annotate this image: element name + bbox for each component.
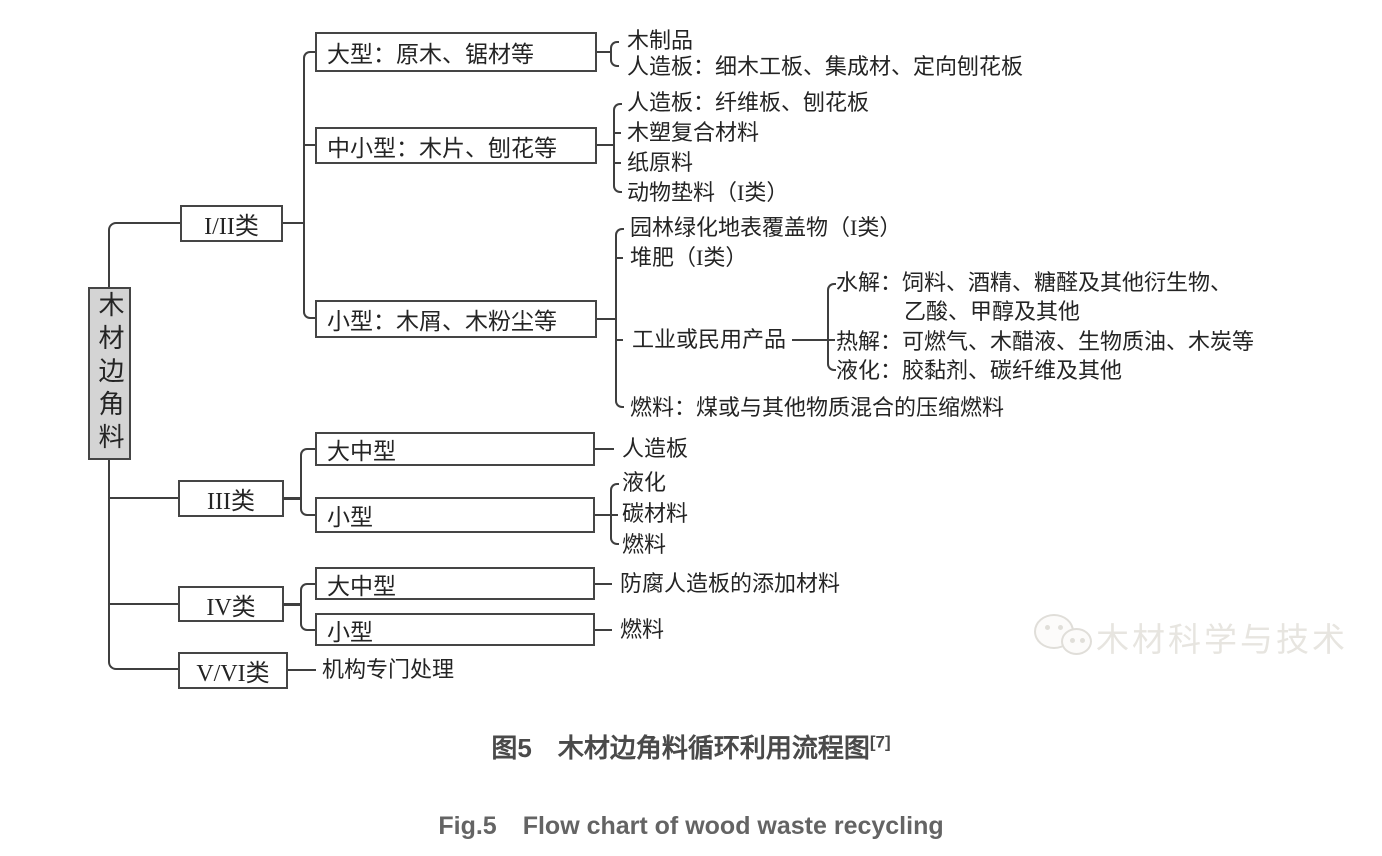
bracket-tick-industrial bbox=[615, 339, 623, 341]
node-large-logs-sawnwood: 大型：原木、锯材等 bbox=[315, 32, 597, 72]
connector-industrial-processes bbox=[792, 339, 835, 341]
caption-en-title: Flow chart of wood waste recycling bbox=[522, 812, 944, 840]
caption-zh-reference: [7] bbox=[869, 732, 891, 752]
watermark: 木材科学与技术 bbox=[1032, 606, 1362, 668]
leaf-class3-liquefaction: 液化 bbox=[622, 470, 667, 495]
leaf-class3-panels: 人造板 bbox=[622, 436, 689, 461]
connector-trunk-bottom bbox=[108, 460, 180, 670]
bracket-large-outputs bbox=[610, 41, 619, 67]
leaf-panels-fiberboard-particleboard: 人造板：纤维板、刨花板 bbox=[627, 90, 870, 115]
connector-class3-large-medium-output bbox=[595, 448, 614, 450]
leaf-class4-fuel: 燃料 bbox=[620, 617, 665, 642]
leaf-panels-blockboard-glulam-osb: 人造板：细木工板、集成材、定向刨花板 bbox=[627, 54, 1024, 79]
connector-class12 bbox=[283, 222, 303, 224]
connector-medium-small-outputs bbox=[597, 144, 613, 146]
leaf-paper-raw-material: 纸原料 bbox=[627, 150, 694, 175]
bracket-tick-wpc bbox=[613, 132, 621, 134]
node-class4-large-medium: 大中型 bbox=[315, 567, 595, 600]
bracket-tick-medium-small bbox=[303, 144, 315, 146]
connector-trunk-class4 bbox=[108, 603, 180, 605]
leaf-class3-carbon-materials: 碳材料 bbox=[622, 501, 689, 526]
bracket-tick-compost bbox=[615, 257, 623, 259]
node-class-4: IV类 bbox=[178, 586, 284, 622]
node-class-3: III类 bbox=[178, 480, 284, 517]
caption-zh: 图5 木材边角料循环利用流程图[7] bbox=[0, 728, 1382, 765]
watermark-text: 木材科学与技术 bbox=[1096, 621, 1348, 658]
connector-class56-output bbox=[288, 669, 316, 671]
node-class3-small: 小型 bbox=[315, 497, 595, 533]
connector-small-outputs bbox=[597, 318, 615, 320]
node-class-1-2: I/II类 bbox=[180, 205, 283, 242]
node-medium-small-chips-shavings: 中小型：木片、刨花等 bbox=[315, 127, 597, 164]
connector-class4-small-output bbox=[595, 629, 612, 631]
bracket-class12-sizes bbox=[303, 51, 315, 319]
caption-zh-number: 图5 bbox=[491, 733, 532, 763]
leaf-hydrolysis-line2: 乙酸、甲醇及其他 bbox=[904, 299, 1081, 324]
bracket-industrial-processes bbox=[827, 283, 836, 371]
caption-en: Fig.5 Flow chart of wood waste recycling bbox=[0, 812, 1382, 841]
bracket-tick-paper bbox=[613, 162, 621, 164]
root-node-wood-offcuts: 木材边角料 bbox=[88, 287, 131, 460]
bracket-class3-small-outputs bbox=[610, 483, 619, 545]
connector-large-outputs bbox=[597, 51, 610, 53]
connector-class3 bbox=[283, 497, 301, 500]
leaf-animal-bedding: 动物垫料（I类） bbox=[627, 180, 789, 205]
leaf-landscaping-mulch: 园林绿化地表覆盖物（I类） bbox=[630, 215, 902, 240]
leaf-class4-preservative-panel-additive: 防腐人造板的添加材料 bbox=[620, 571, 841, 596]
leaf-industrial-civil-products: 工业或民用产品 bbox=[632, 327, 787, 352]
leaf-fuel-compressed: 燃料：煤或与其他物质混合的压缩燃料 bbox=[630, 395, 1005, 420]
bracket-class3-sizes bbox=[300, 448, 315, 516]
caption-en-number: Fig.5 bbox=[438, 812, 497, 840]
wechat-icon bbox=[1032, 608, 1096, 666]
node-class3-large-medium: 大中型 bbox=[315, 432, 595, 466]
node-small-sawdust-wood-dust: 小型：木屑、木粉尘等 bbox=[315, 300, 597, 338]
leaf-wood-plastic-composite: 木塑复合材料 bbox=[627, 120, 760, 145]
connector-class4-large-medium-output bbox=[595, 583, 612, 585]
wechat-bubble-small bbox=[1061, 628, 1092, 655]
leaf-wood-products: 木制品 bbox=[627, 28, 694, 53]
connector-class4 bbox=[283, 603, 301, 606]
bracket-class4-sizes bbox=[300, 583, 315, 631]
leaf-specialized-institution-treatment: 机构专门处理 bbox=[322, 657, 455, 682]
leaf-compost: 堆肥（I类） bbox=[630, 245, 748, 270]
leaf-class3-fuel: 燃料 bbox=[622, 532, 667, 557]
node-class4-small: 小型 bbox=[315, 613, 595, 646]
connector-trunk-top bbox=[108, 222, 180, 287]
leaf-hydrolysis-line1: 水解：饲料、酒精、糖醛及其他衍生物、 bbox=[836, 270, 1233, 295]
bracket-medium-small-outputs bbox=[613, 103, 622, 193]
connector-class3-small-outputs bbox=[595, 514, 618, 516]
leaf-liquefaction-adhesives: 液化：胶黏剂、碳纤维及其他 bbox=[836, 358, 1123, 383]
node-class-5-6: V/VI类 bbox=[178, 652, 288, 689]
connector-trunk-class3 bbox=[108, 497, 180, 499]
bracket-small-outputs bbox=[615, 228, 624, 408]
caption-zh-title: 木材边角料循环利用流程图 bbox=[557, 733, 870, 763]
leaf-pyrolysis: 热解：可燃气、木醋液、生物质油、木炭等 bbox=[836, 329, 1255, 354]
